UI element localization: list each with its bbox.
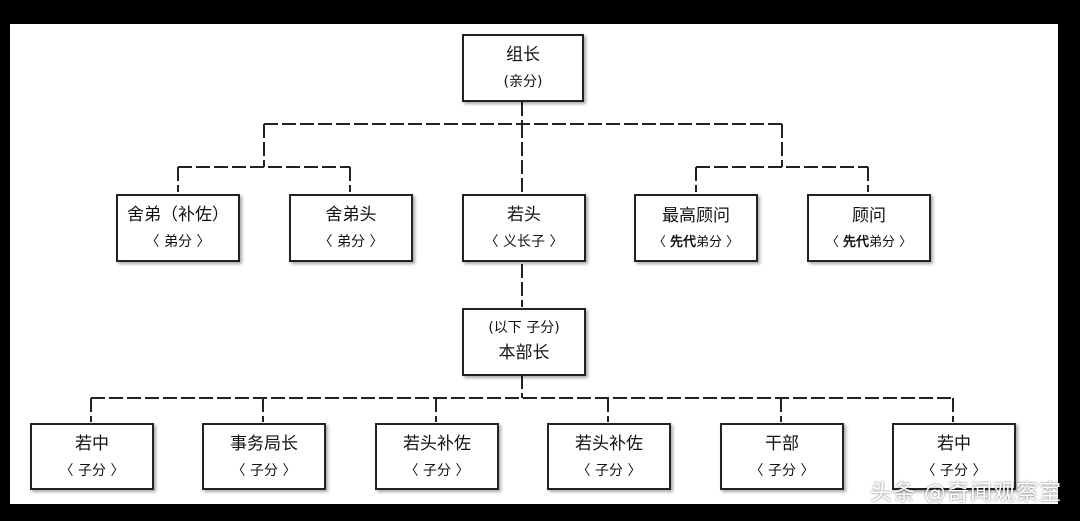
node-subtitle: 〈 先代弟分 〉: [826, 234, 912, 252]
org-chart-canvas: 组长 (亲分) 舍弟（补佐） 〈 弟分 〉 舍弟头 〈 弟分 〉 若头 〈 义长…: [10, 24, 1058, 504]
node-subtitle: 〈 子分 〉: [576, 462, 642, 479]
node-subtitle: 〈 弟分 〉: [318, 234, 384, 251]
node-title: 舍弟头: [325, 205, 377, 226]
node-subtitle: 〈 义长子 〉: [484, 234, 564, 251]
node-subtitle: 〈 子分 〉: [404, 462, 470, 479]
node-title: 干部: [765, 433, 799, 454]
node-wakagashira-hosa-1: 若头补佐 〈 子分 〉: [375, 423, 499, 490]
node-honbucho: (以下 子分) 本部长: [462, 308, 586, 376]
node-title: 最高顾问: [662, 205, 730, 226]
node-kanbu: 干部 〈 子分 〉: [720, 423, 844, 490]
node-wakagashira-hosa-2: 若头补佐 〈 子分 〉: [547, 423, 671, 490]
node-title: 若头补佐: [575, 433, 643, 454]
node-title: 若头补佐: [403, 433, 471, 454]
node-subtitle: 〈 子分 〉: [59, 462, 125, 479]
node-shatei-hosa: 舍弟（补佐） 〈 弟分 〉: [116, 194, 240, 262]
node-wakanaka-1: 若中 〈 子分 〉: [30, 423, 154, 490]
node-wakanaka-2: 若中 〈 子分 〉: [892, 423, 1016, 490]
node-title: 顾问: [852, 205, 886, 226]
node-shatei-gashira: 舍弟头 〈 弟分 〉: [289, 194, 413, 262]
node-subtitle: 〈 弟分 〉: [145, 234, 211, 251]
node-title: 若头: [507, 205, 541, 226]
subtitle-prefix: 〈: [825, 234, 843, 250]
node-subtitle: 〈 先代弟分 〉: [653, 234, 739, 252]
node-subtitle: 〈 子分 〉: [921, 462, 987, 479]
node-supreme-advisor: 最高顾问 〈 先代弟分 〉: [634, 194, 758, 262]
subtitle-suffix: 弟分 〉: [696, 234, 740, 250]
subtitle-bold: 先代: [669, 234, 696, 250]
subtitle-bold: 先代: [842, 234, 869, 250]
subtitle-suffix: 弟分 〉: [869, 234, 913, 250]
node-advisor: 顾问 〈 先代弟分 〉: [807, 194, 931, 262]
subtitle-prefix: 〈: [652, 234, 670, 250]
node-subtitle: (亲分): [503, 74, 543, 91]
watermark-text: 头条 @奇闻观察室: [870, 481, 1062, 506]
node-boss: 组长 (亲分): [462, 34, 584, 102]
node-title: 若中: [75, 433, 109, 454]
node-title: (以下 子分): [488, 320, 560, 337]
connector-lines: [90, 102, 954, 422]
node-wakagashira: 若头 〈 义长子 〉: [462, 194, 586, 262]
node-secretary-general: 事务局长 〈 子分 〉: [202, 423, 326, 490]
node-title: 舍弟（补佐）: [127, 205, 229, 226]
node-title: 事务局长: [230, 433, 298, 454]
node-subtitle: 〈 子分 〉: [749, 462, 815, 479]
node-subtitle: 〈 子分 〉: [231, 462, 297, 479]
node-title: 若中: [937, 433, 971, 454]
node-title: 组长: [506, 45, 540, 66]
node-subtitle: 本部长: [498, 342, 550, 363]
